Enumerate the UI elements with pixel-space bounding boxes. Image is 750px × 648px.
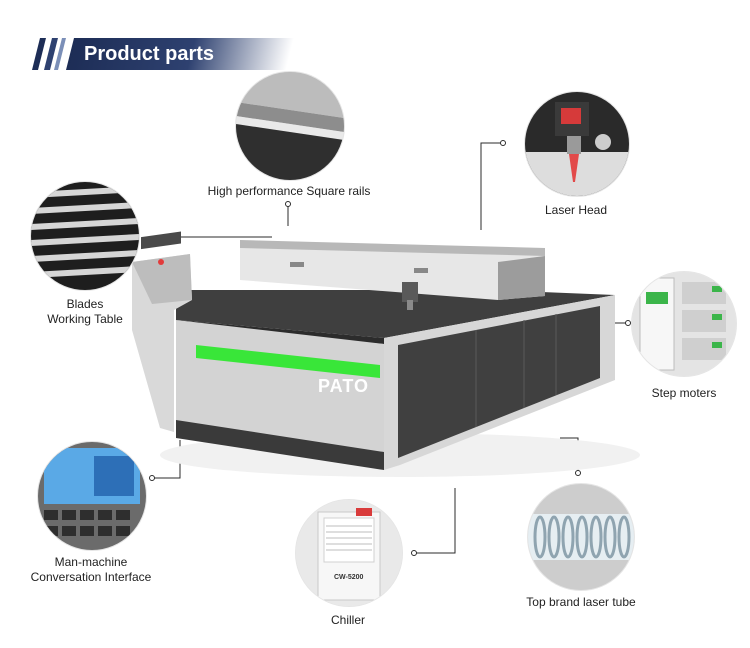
blades-label-line1: Blades [66,297,104,311]
rails-label: High performance Square rails [207,184,371,198]
laser-head-label: Laser Head [544,203,608,217]
brand-logo: PATO [318,376,370,396]
blades-label: Blades Working Table [35,297,135,327]
step-motors-label: Step moters [651,386,717,400]
step-motors-photo [632,272,736,376]
laser-machine [132,231,640,477]
chiller-model: CW-5200 [334,574,364,581]
laser-tube-photo [528,484,634,590]
laser-head-photo [525,92,629,196]
section-header: Product parts [30,38,294,70]
rails-photo [236,72,344,180]
chiller-photo: CW-5200 [296,500,402,606]
laser-tube-label: Top brand laser tube [526,595,636,609]
page-title: Product parts [84,43,215,65]
interface-photo [38,442,146,550]
interface-label: Man-machine Conversation Interface [16,555,166,585]
blades-label-line2: Working Table [47,312,123,326]
chiller-label: Chiller [330,613,365,627]
interface-label-line1: Man-machine [54,555,128,569]
blades-photo [31,182,139,290]
interface-label-line2: Conversation Interface [30,570,152,584]
